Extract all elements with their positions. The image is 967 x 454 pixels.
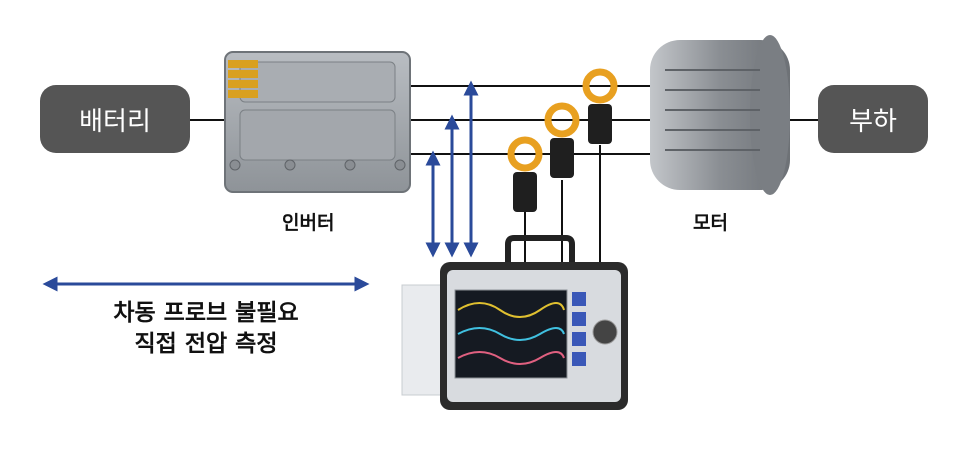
power-analyzer-icon [401, 235, 628, 410]
current-clamp-icon [507, 68, 618, 212]
no-probe-note: 차동 프로브 불필요 직접 전압 측정 [70, 298, 342, 360]
battery-label: 배터리 [79, 106, 151, 137]
voltage-arrows [42, 80, 479, 292]
note-line-1: 차동 프로브 불필요 [113, 300, 299, 326]
battery-box: 배터리 [40, 85, 190, 153]
motor-icon [650, 35, 790, 195]
inverter-label: 인버터 [282, 212, 335, 234]
inverter-unit-icon [224, 51, 411, 193]
note-line-2: 직접 전압 측정 [134, 331, 278, 357]
motor-label: 모터 [693, 212, 728, 234]
load-box: 부하 [818, 85, 928, 153]
load-label: 부하 [849, 106, 897, 137]
